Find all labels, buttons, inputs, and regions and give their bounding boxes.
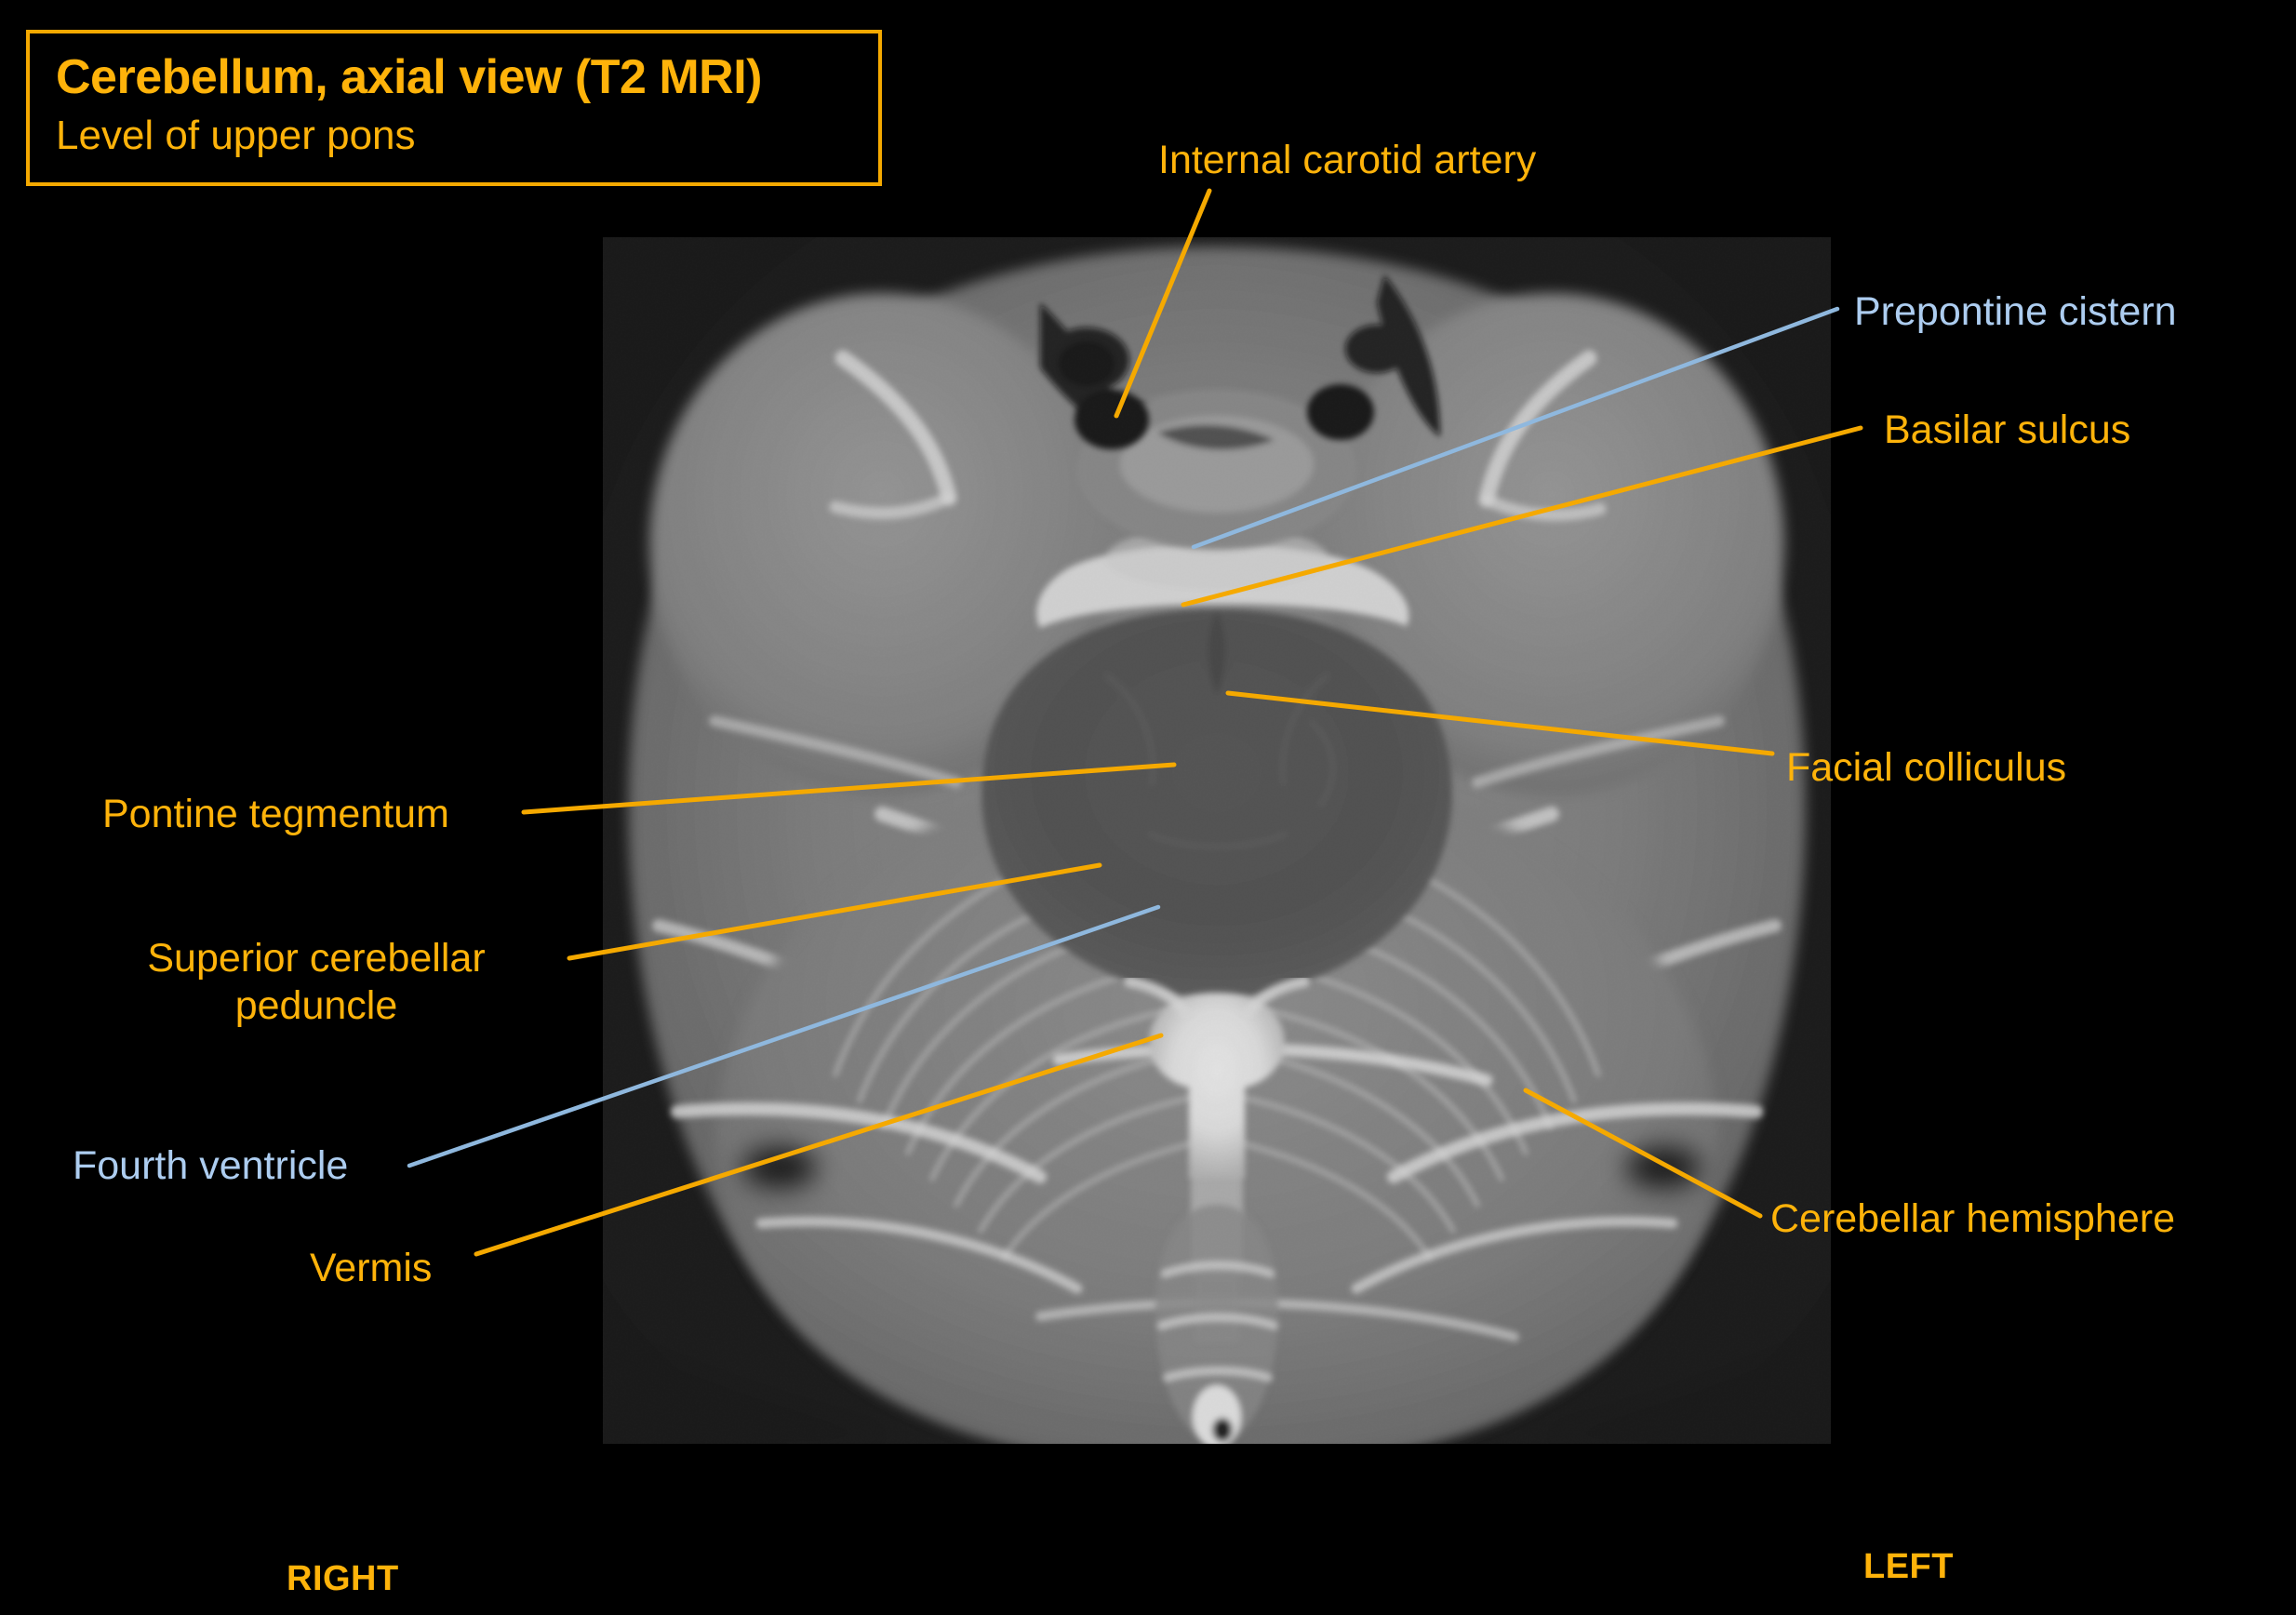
label-pontine-tegmentum: Pontine tegmentum <box>102 792 449 836</box>
title-box: Cerebellum, axial view (T2 MRI) Level of… <box>26 30 882 186</box>
page-title: Cerebellum, axial view (T2 MRI) <box>56 50 762 104</box>
label-superior-cerebellar-peduncle: Superior cerebellar peduncle <box>112 935 521 1029</box>
label-vermis: Vermis <box>310 1246 433 1290</box>
label-cerebellar-hemisphere: Cerebellar hemisphere <box>1770 1196 2175 1241</box>
page-subtitle: Level of upper pons <box>56 113 416 159</box>
label-superior-cerebellar-peduncle-line1: Superior cerebellar <box>147 936 486 981</box>
label-superior-cerebellar-peduncle-line2: peduncle <box>234 982 398 1028</box>
mri-image <box>603 237 1831 1444</box>
label-facial-colliculus: Facial colliculus <box>1786 745 2067 790</box>
label-internal-carotid-artery: Internal carotid artery <box>1158 138 1537 182</box>
label-prepontine-cistern: Prepontine cistern <box>1854 289 2177 334</box>
orientation-marker-right: RIGHT <box>287 1559 399 1598</box>
mri-axial-t2-graphic <box>603 237 1831 1444</box>
orientation-marker-left: LEFT <box>1863 1547 1954 1586</box>
label-fourth-ventricle: Fourth ventricle <box>73 1143 349 1188</box>
label-basilar-sulcus: Basilar sulcus <box>1884 407 2131 452</box>
